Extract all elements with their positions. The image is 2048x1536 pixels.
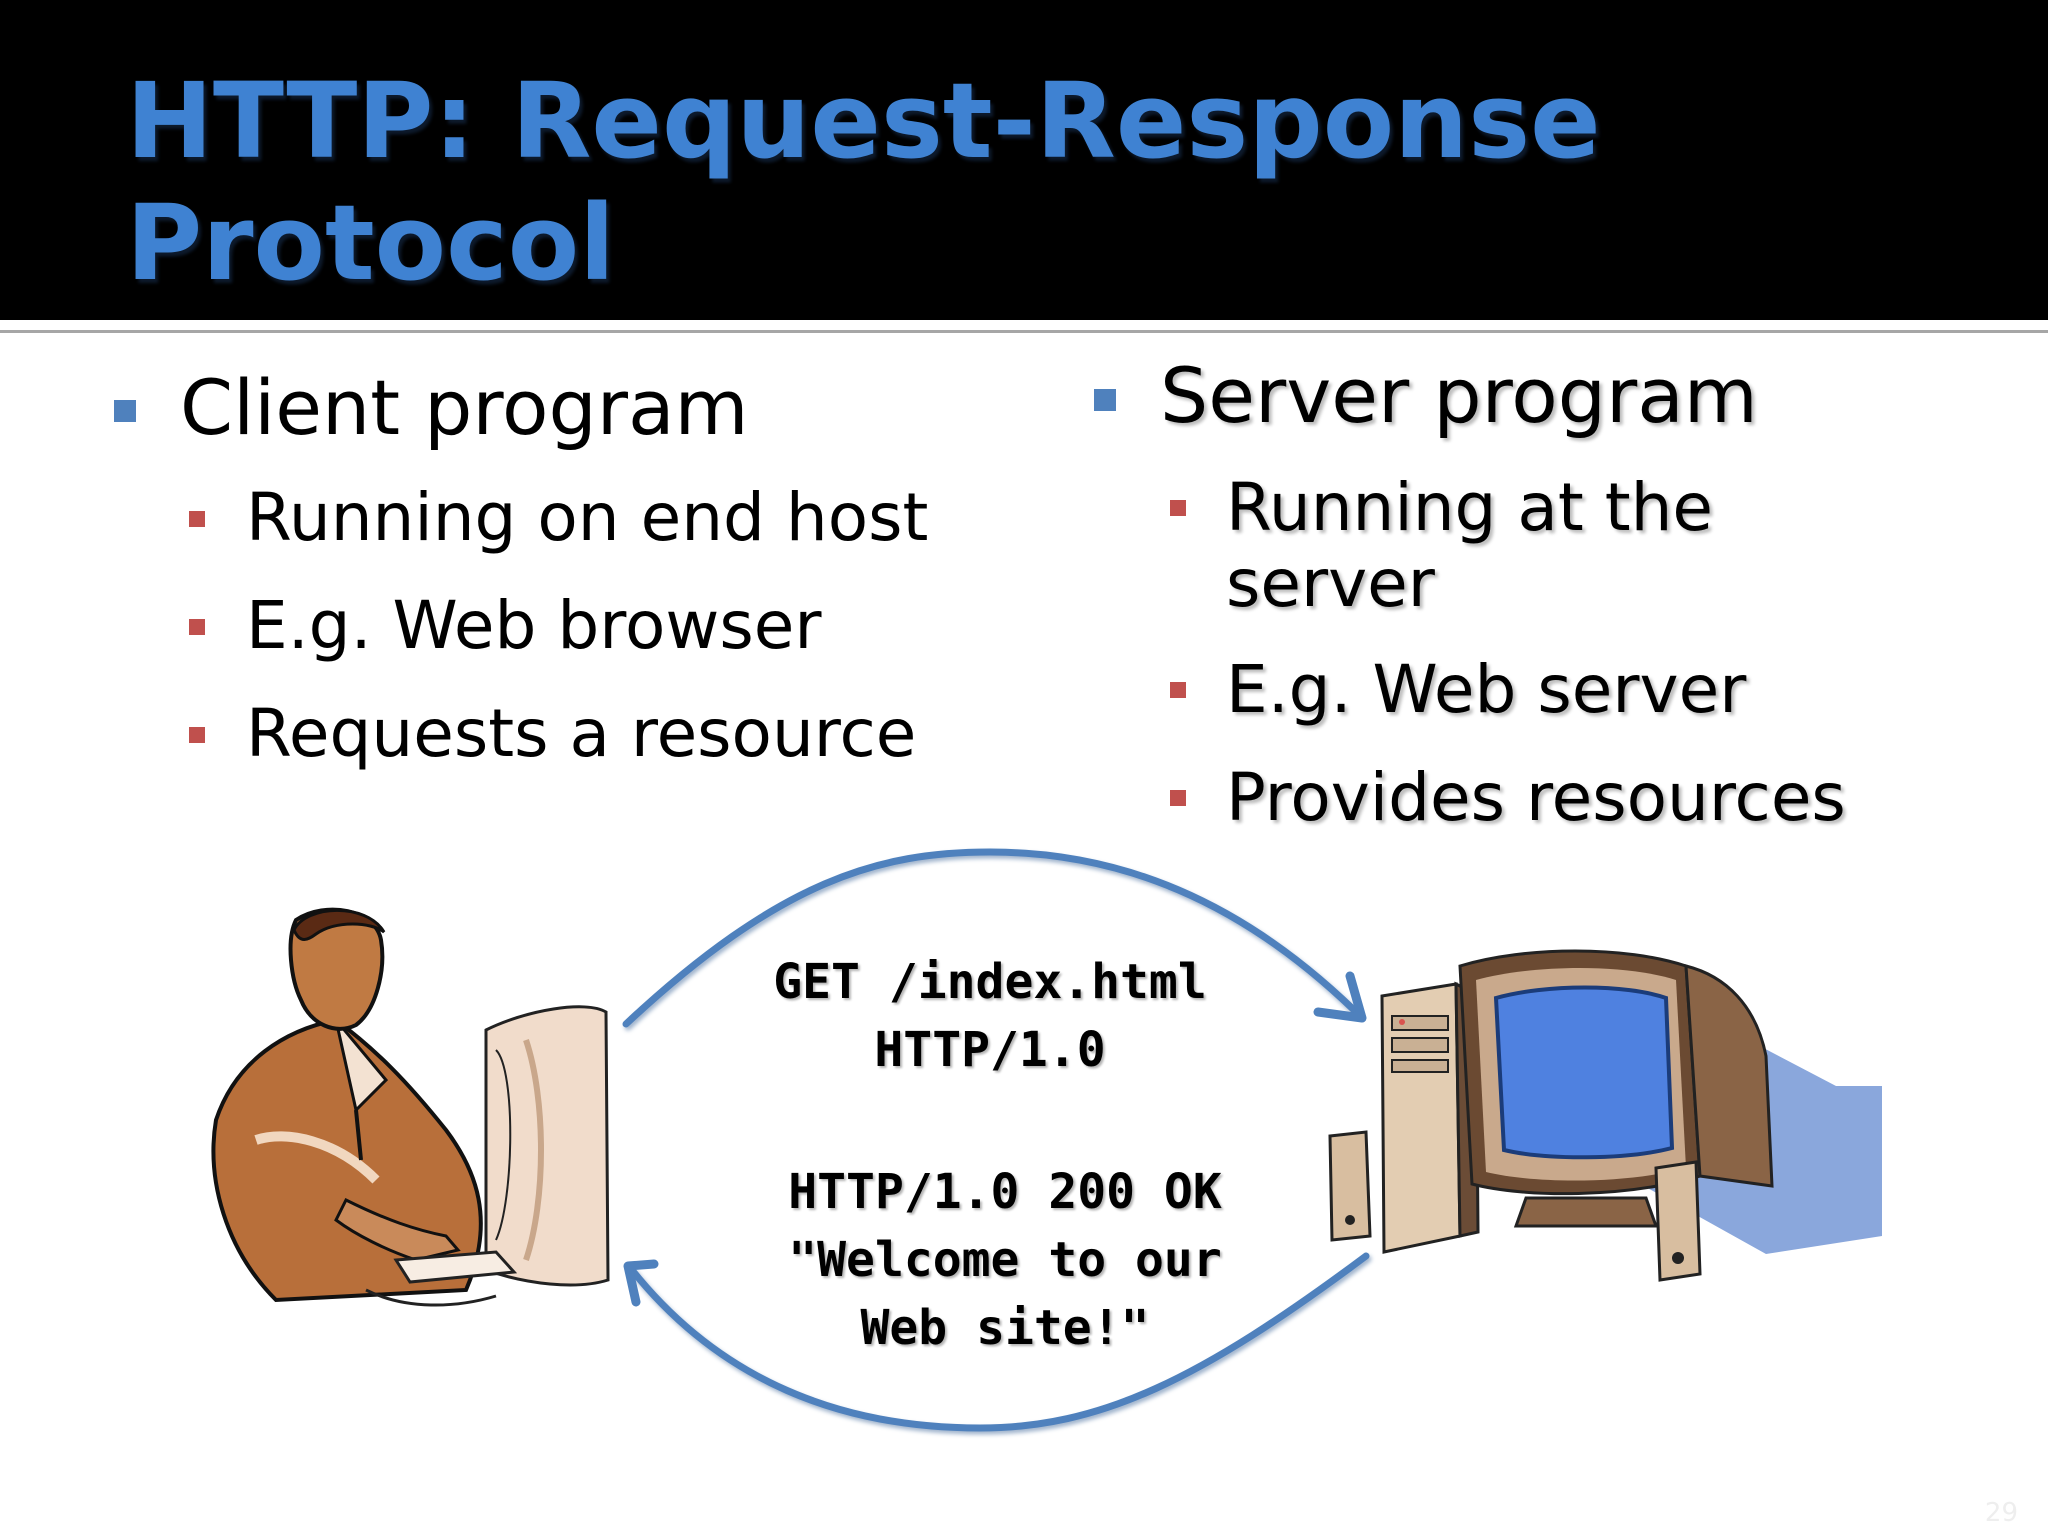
request-message: GET /index.html HTTP/1.0 — [740, 948, 1240, 1084]
client-point: E.g. Web browser — [246, 587, 822, 664]
desktop-computer-icon — [1328, 949, 1882, 1282]
request-line: GET /index.html — [773, 954, 1207, 1010]
bullet-square-icon — [189, 727, 205, 743]
client-point: Running on end host — [246, 479, 929, 556]
bullet-square-icon — [189, 511, 205, 527]
bullet-square-icon — [114, 400, 136, 422]
response-message: HTTP/1.0 200 OK "Welcome to our Web site… — [740, 1158, 1270, 1362]
bullet-square-icon — [1094, 389, 1116, 411]
bullet-square-icon — [1170, 500, 1186, 516]
title-band: HTTP: Request-Response Protocol — [0, 0, 2048, 320]
request-line: HTTP/1.0 — [874, 1022, 1106, 1078]
bullet-square-icon — [1170, 682, 1186, 698]
client-point: Requests a resource — [246, 695, 917, 772]
server-point: Provides resources — [1226, 759, 1846, 836]
response-line: Web site!" — [860, 1300, 1150, 1356]
response-line: "Welcome to our — [788, 1232, 1222, 1288]
bullet-square-icon — [1170, 790, 1186, 806]
bullet-square-icon — [189, 619, 205, 635]
person-at-computer-icon — [211, 907, 610, 1307]
slide-number: 29 — [1984, 1498, 2018, 1528]
title-divider — [0, 330, 2048, 333]
server-point: E.g. Web server — [1226, 651, 1747, 728]
server-heading: Server program — [1160, 351, 1758, 440]
client-heading: Client program — [180, 363, 749, 452]
server-point: Running at the server — [1226, 469, 1714, 622]
response-line: HTTP/1.0 200 OK — [788, 1164, 1222, 1220]
slide-title: HTTP: Request-Response Protocol — [126, 60, 1601, 304]
